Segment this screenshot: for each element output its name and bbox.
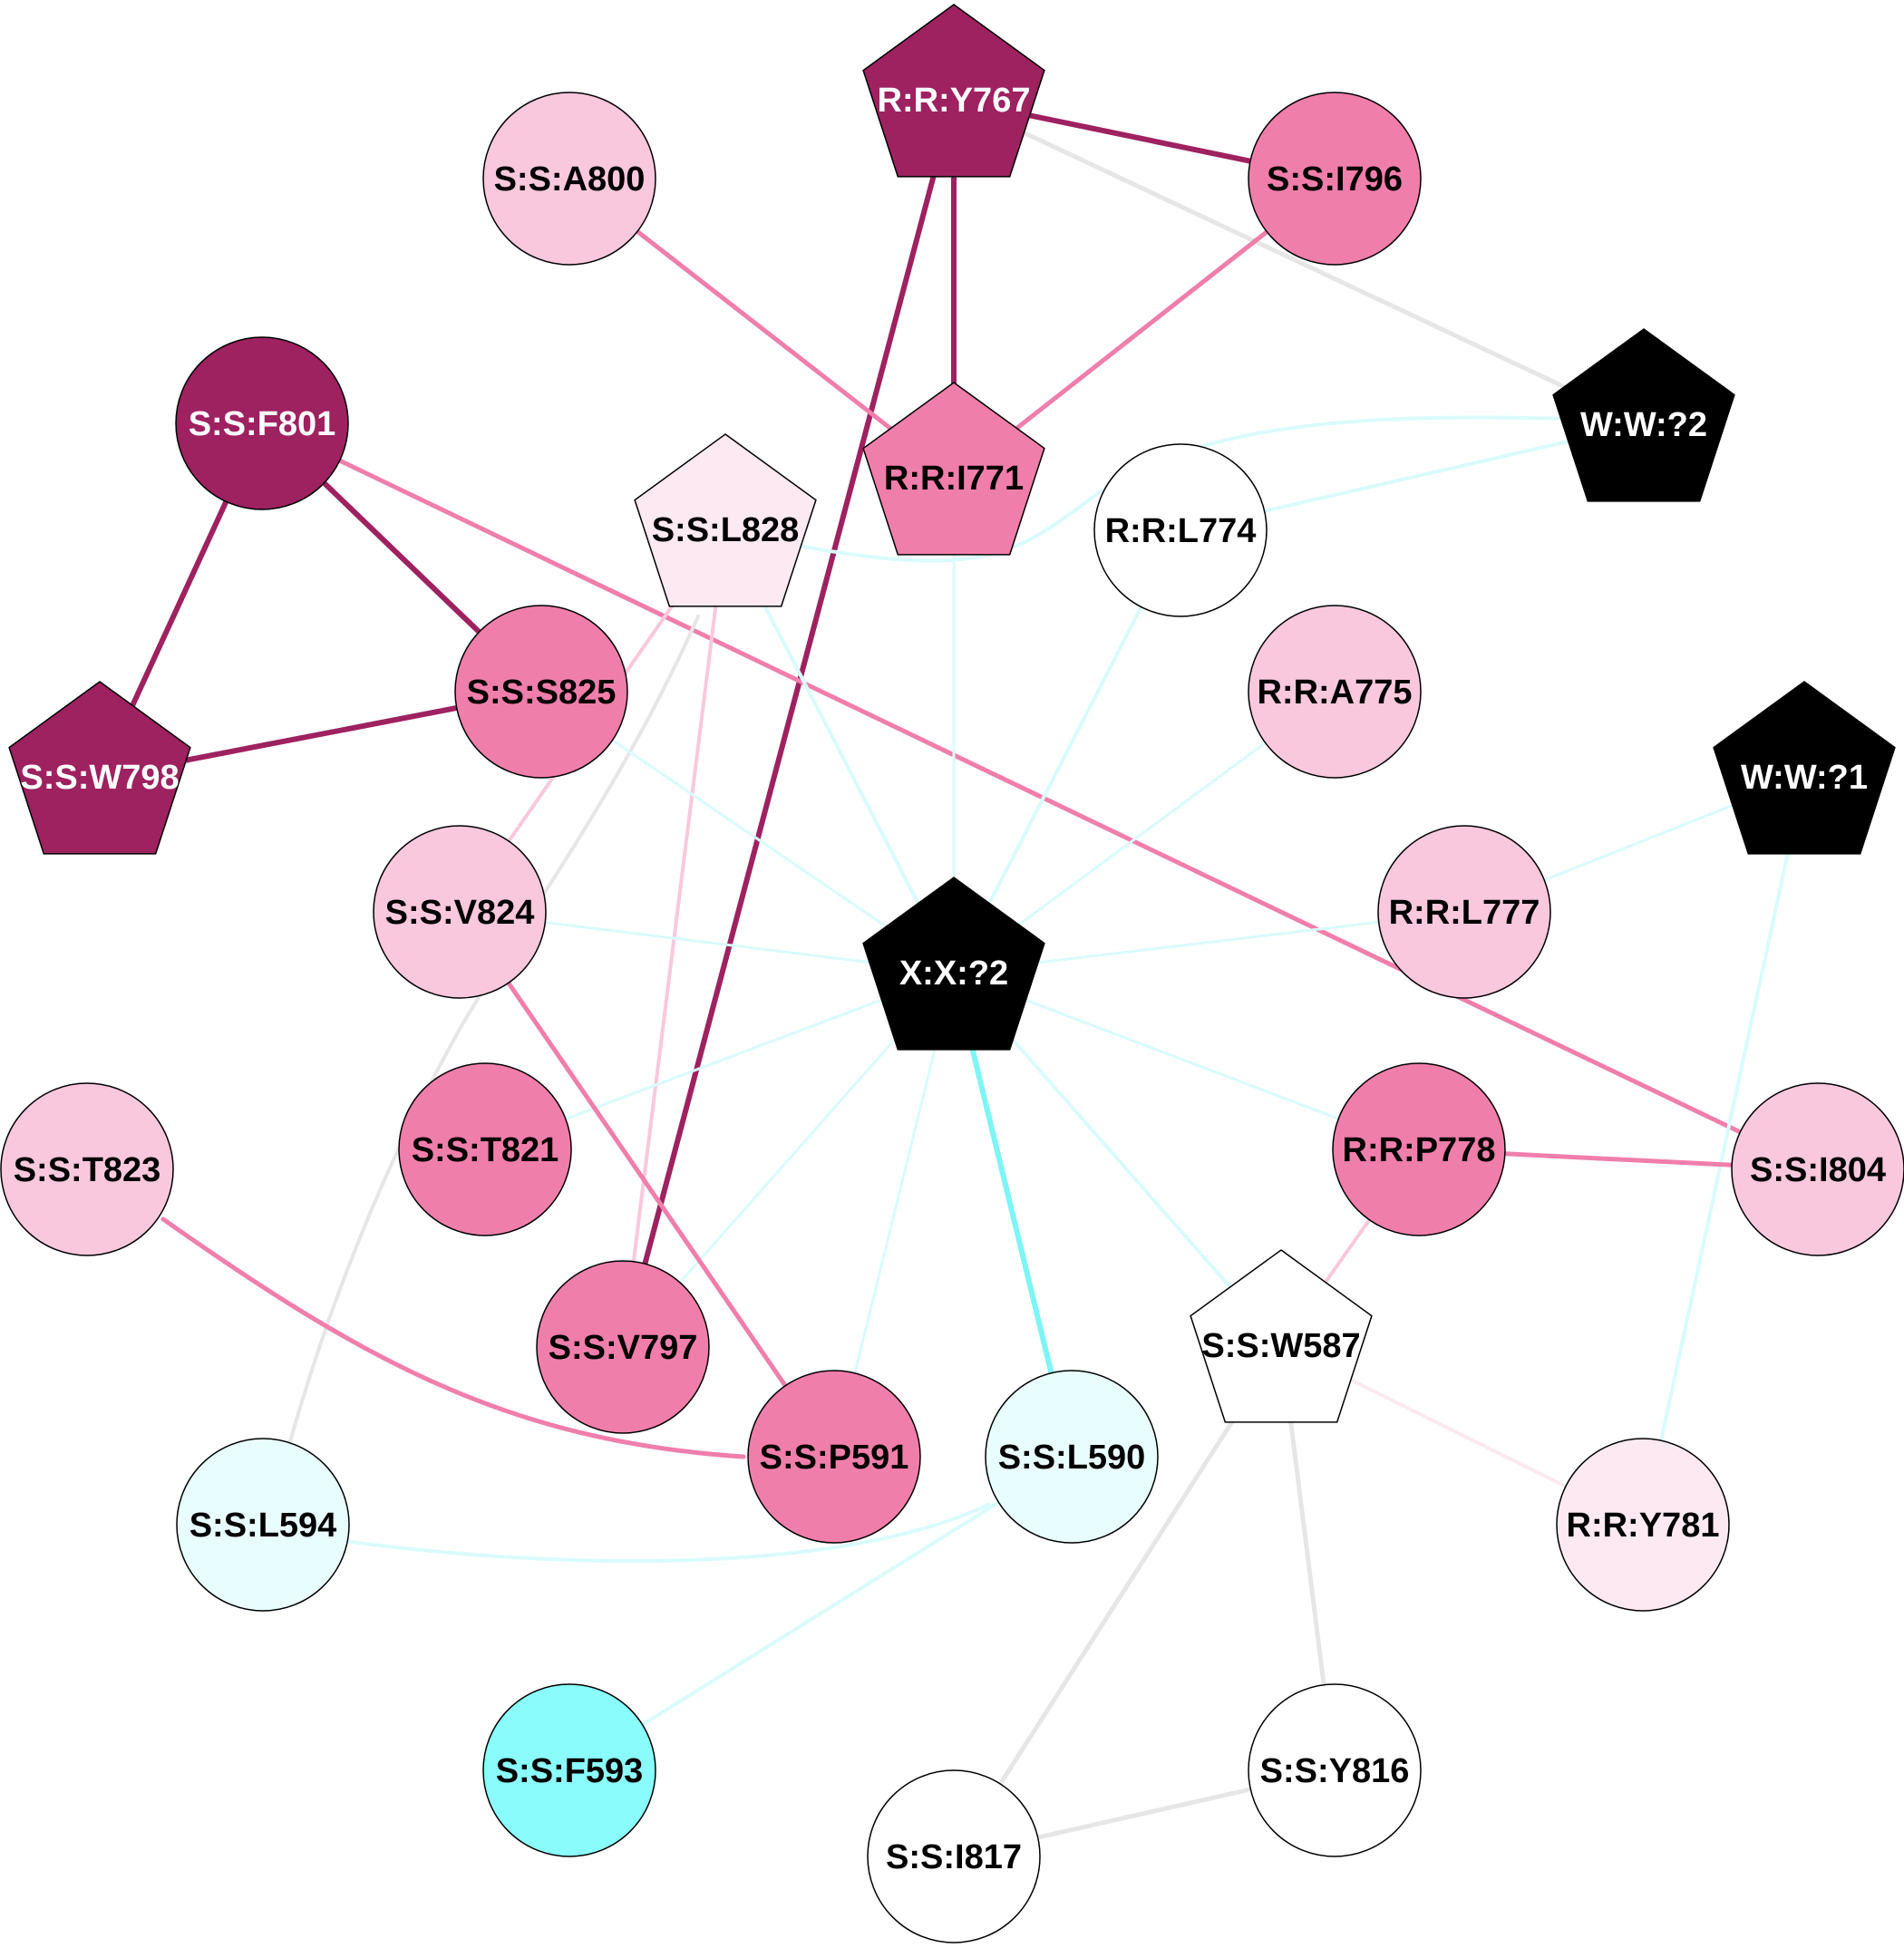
node-pentagon-shape [1552, 328, 1735, 502]
node-s-s-s825[interactable]: S:S:S825 [454, 605, 628, 779]
node-label: R:R:I771 [884, 460, 1024, 498]
node-circle-shape [1248, 1683, 1422, 1857]
node-label: S:S:I796 [1267, 160, 1403, 199]
node-label: S:S:L590 [998, 1439, 1146, 1477]
node-circle-shape [398, 1062, 572, 1236]
node-circle-shape [1248, 605, 1422, 779]
edge-s-s-l590-to-s-s-f593 [568, 1455, 1073, 1772]
node-circle-shape [0, 1082, 174, 1256]
node-r-r-l774[interactable]: R:R:L774 [1093, 443, 1268, 617]
node-label: R:R:L774 [1105, 512, 1257, 550]
edge-r-r-y767-to-w-w-2 [951, 97, 1647, 427]
node-pentagon-shape [862, 4, 1045, 178]
node-label: S:S:L828 [652, 511, 800, 549]
node-label: S:S:A800 [494, 160, 646, 199]
node-circle-shape [175, 336, 349, 510]
node-s-s-i796[interactable]: S:S:I796 [1248, 92, 1422, 266]
node-s-s-p591[interactable]: S:S:P591 [747, 1370, 921, 1544]
edge-s-s-l590-to-s-s-l594 [343, 1503, 990, 1564]
node-circle-shape [373, 825, 547, 999]
node-w-w-1[interactable]: W:W:?1 [1713, 681, 1896, 855]
node-label: S:S:S825 [467, 674, 617, 712]
node-r-r-p778[interactable]: R:R:P778 [1332, 1062, 1506, 1236]
node-label: S:S:F801 [189, 405, 336, 443]
node-s-s-t821[interactable]: S:S:T821 [398, 1062, 572, 1236]
node-s-s-v797[interactable]: S:S:V797 [536, 1260, 710, 1434]
node-s-s-i804[interactable]: S:S:I804 [1731, 1082, 1904, 1256]
node-s-s-f593[interactable]: S:S:F593 [482, 1683, 656, 1857]
node-pentagon-shape [634, 433, 817, 607]
node-label: S:S:I817 [886, 1838, 1022, 1876]
edge-r-r-y767-to-s-s-v797 [620, 97, 957, 1350]
node-label: R:R:P778 [1343, 1131, 1496, 1169]
node-label: R:R:A775 [1257, 674, 1412, 712]
node-r-r-y781[interactable]: R:R:Y781 [1556, 1438, 1730, 1612]
edge-w-w-1-to-r-r-y781 [1641, 775, 1806, 1526]
node-label: S:S:T823 [14, 1151, 161, 1189]
node-label: S:S:L594 [189, 1507, 337, 1545]
node-s-s-l594[interactable]: S:S:L594 [176, 1438, 350, 1612]
node-s-s-t823[interactable]: S:S:T823 [0, 1082, 174, 1256]
node-circle-shape [454, 605, 628, 779]
node-label: S:S:W798 [20, 759, 179, 797]
node-r-r-a775[interactable]: R:R:A775 [1248, 605, 1422, 779]
node-circle-shape [1377, 825, 1551, 999]
node-circle-shape [176, 1438, 350, 1612]
node-circle-shape [747, 1370, 921, 1544]
node-s-s-l828[interactable]: S:S:L828 [634, 433, 817, 607]
edge-s-s-l828-to-w-w-2 [787, 415, 1570, 563]
node-s-s-a800[interactable]: S:S:A800 [482, 92, 656, 266]
node-pentagon-shape [8, 681, 191, 855]
node-label: R:R:Y781 [1567, 1507, 1720, 1545]
node-label: S:S:V797 [549, 1329, 698, 1367]
node-s-s-w798[interactable]: S:S:W798 [8, 681, 191, 855]
edge-s-s-t823-to-s-s-p591 [160, 1216, 746, 1459]
edge-s-s-l828-to-s-s-l594 [288, 615, 700, 1443]
node-label: S:S:W587 [1201, 1327, 1360, 1365]
node-x-x-2[interactable]: X:X:?2 [862, 877, 1045, 1051]
node-w-w-2[interactable]: W:W:?2 [1552, 328, 1735, 502]
edge-s-s-v824-to-s-s-p591 [457, 909, 837, 1459]
node-label: W:W:?1 [1741, 759, 1868, 797]
node-s-s-l590[interactable]: S:S:L590 [985, 1370, 1159, 1544]
node-circle-shape [482, 92, 656, 266]
node-circle-shape [482, 1683, 656, 1857]
node-s-s-i817[interactable]: S:S:I817 [867, 1769, 1041, 1943]
node-circle-shape [1332, 1062, 1506, 1236]
node-pentagon-shape [1190, 1249, 1373, 1423]
node-circle-shape [1093, 443, 1268, 617]
node-label: R:R:Y767 [878, 82, 1031, 120]
node-circle-shape [1556, 1438, 1730, 1612]
node-s-s-v824[interactable]: S:S:V824 [373, 825, 547, 999]
node-label: S:S:Y816 [1260, 1752, 1410, 1790]
node-label: S:S:V824 [385, 894, 535, 932]
node-label: S:S:I804 [1750, 1151, 1886, 1189]
node-circle-shape [536, 1260, 710, 1434]
node-r-r-i771[interactable]: R:R:I771 [862, 382, 1045, 556]
node-circle-shape [1248, 92, 1422, 266]
node-r-r-l777[interactable]: R:R:L777 [1377, 825, 1551, 999]
node-r-r-y767[interactable]: R:R:Y767 [862, 4, 1045, 178]
node-label: S:S:P591 [760, 1439, 909, 1477]
node-s-s-y816[interactable]: S:S:Y816 [1248, 1683, 1422, 1857]
node-pentagon-shape [1713, 681, 1896, 855]
node-label: S:S:T821 [412, 1131, 559, 1169]
edge-s-s-f801-to-s-s-i804 [259, 421, 1821, 1172]
node-label: S:S:F593 [496, 1752, 644, 1790]
node-label: W:W:?2 [1580, 406, 1707, 444]
node-label: X:X:?2 [899, 955, 1008, 993]
node-circle-shape [1731, 1082, 1904, 1256]
node-pentagon-shape [862, 877, 1045, 1051]
edge-s-s-w587-to-s-s-i817 [951, 1342, 1284, 1859]
node-s-s-f801[interactable]: S:S:F801 [175, 336, 349, 510]
node-pentagon-shape [862, 382, 1045, 556]
node-circle-shape [985, 1370, 1159, 1544]
node-label: R:R:L777 [1389, 894, 1540, 932]
node-circle-shape [867, 1769, 1041, 1943]
node-s-s-w587[interactable]: S:S:W587 [1190, 1249, 1373, 1423]
